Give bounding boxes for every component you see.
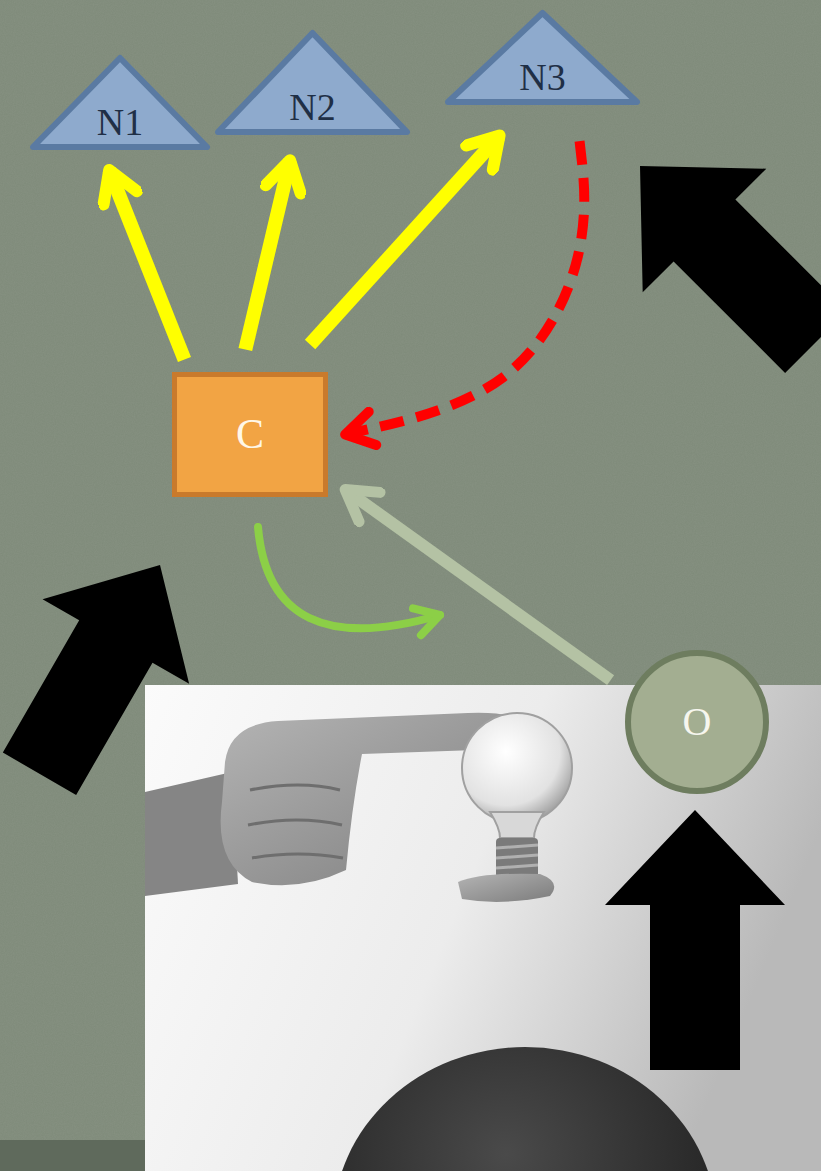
bulb-glass [462, 713, 572, 823]
black-arrow-shape [578, 104, 821, 404]
wall-shadow [0, 1140, 145, 1171]
connector-arrow [345, 141, 584, 434]
circle-node: O [625, 650, 769, 794]
node-label: N3 [519, 57, 565, 99]
node-label: N1 [97, 102, 143, 144]
node-label: C [236, 411, 264, 457]
connector-arrow [109, 170, 184, 360]
triangle-node: N3 [445, 10, 640, 105]
connector-arrow [245, 160, 290, 349]
circle-shape [628, 653, 766, 791]
black-arrow [0, 523, 233, 816]
holding-finger [458, 874, 554, 902]
loop-arrow [258, 527, 440, 628]
triangle-shape [448, 13, 637, 102]
triangle-shape [33, 58, 207, 147]
triangle-node: N1 [30, 55, 210, 150]
bulb-base [496, 838, 538, 878]
node-label: O [683, 700, 712, 744]
bulb-neck [490, 812, 544, 838]
process-box: C [172, 372, 328, 497]
black-arrow [578, 104, 821, 404]
bulb-thread [496, 845, 538, 868]
triangle-shape [218, 33, 407, 132]
black-arrow [605, 810, 785, 1070]
black-arrow-shape [0, 523, 233, 816]
connector-arrow [345, 490, 610, 681]
black-arrow-shape [605, 810, 785, 1070]
triangle-node: N2 [215, 30, 410, 135]
finger-lines [248, 785, 343, 858]
node-label: N2 [289, 87, 335, 129]
connector-arrow [310, 135, 500, 344]
